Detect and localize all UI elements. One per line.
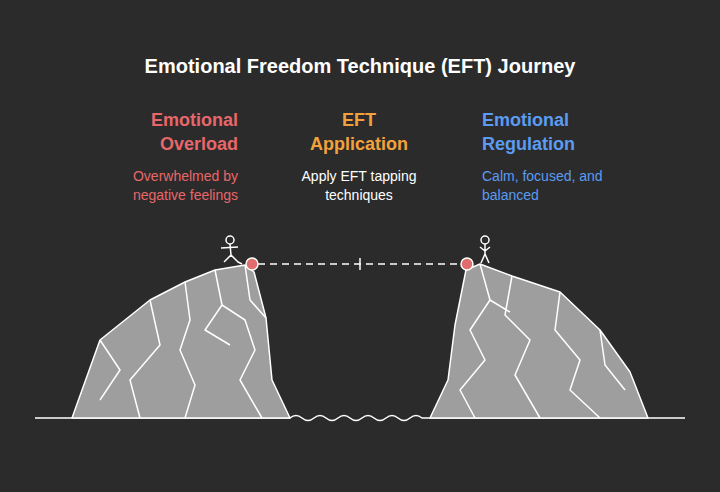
left-cliff-cracks <box>100 265 266 418</box>
end-dot <box>461 258 473 270</box>
left-cliff <box>72 265 290 418</box>
right-cliff-cracks <box>460 264 625 418</box>
stage-heading: Emotional Regulation <box>482 108 612 157</box>
right-cliff <box>430 264 648 418</box>
running-figure <box>221 236 242 264</box>
stage-heading: Emotional Overload <box>88 108 238 157</box>
stage-description: Calm, focused, and balanced <box>482 167 622 205</box>
stage-description: Apply EFT tapping techniques <box>285 167 433 205</box>
stage-heading: EFT Application <box>300 108 418 157</box>
stage-description: Overwhelmed by negative feelings <box>88 167 238 205</box>
midpoint-tick <box>359 258 361 270</box>
standing-figure <box>480 236 490 263</box>
start-dot <box>246 258 258 270</box>
diagram-title: Emotional Freedom Technique (EFT) Journe… <box>0 53 720 80</box>
